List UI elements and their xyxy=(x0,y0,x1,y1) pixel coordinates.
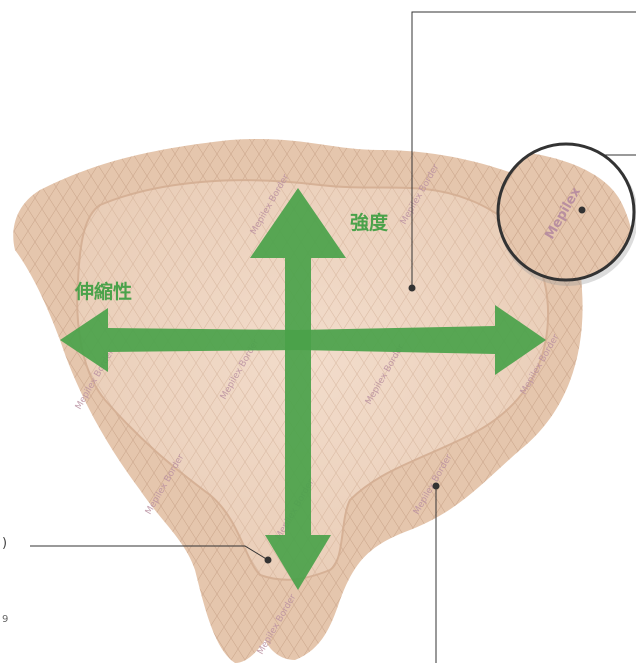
callout-dot-icon-3 xyxy=(265,557,272,564)
page-number: 9 xyxy=(2,614,8,625)
paren-text: ) xyxy=(2,536,7,551)
callout-dot-icon xyxy=(409,285,416,292)
callout-dot-icon-2 xyxy=(433,483,440,490)
stretch-label: 伸縮性 xyxy=(75,277,132,304)
strength-label: 強度 xyxy=(350,208,388,235)
